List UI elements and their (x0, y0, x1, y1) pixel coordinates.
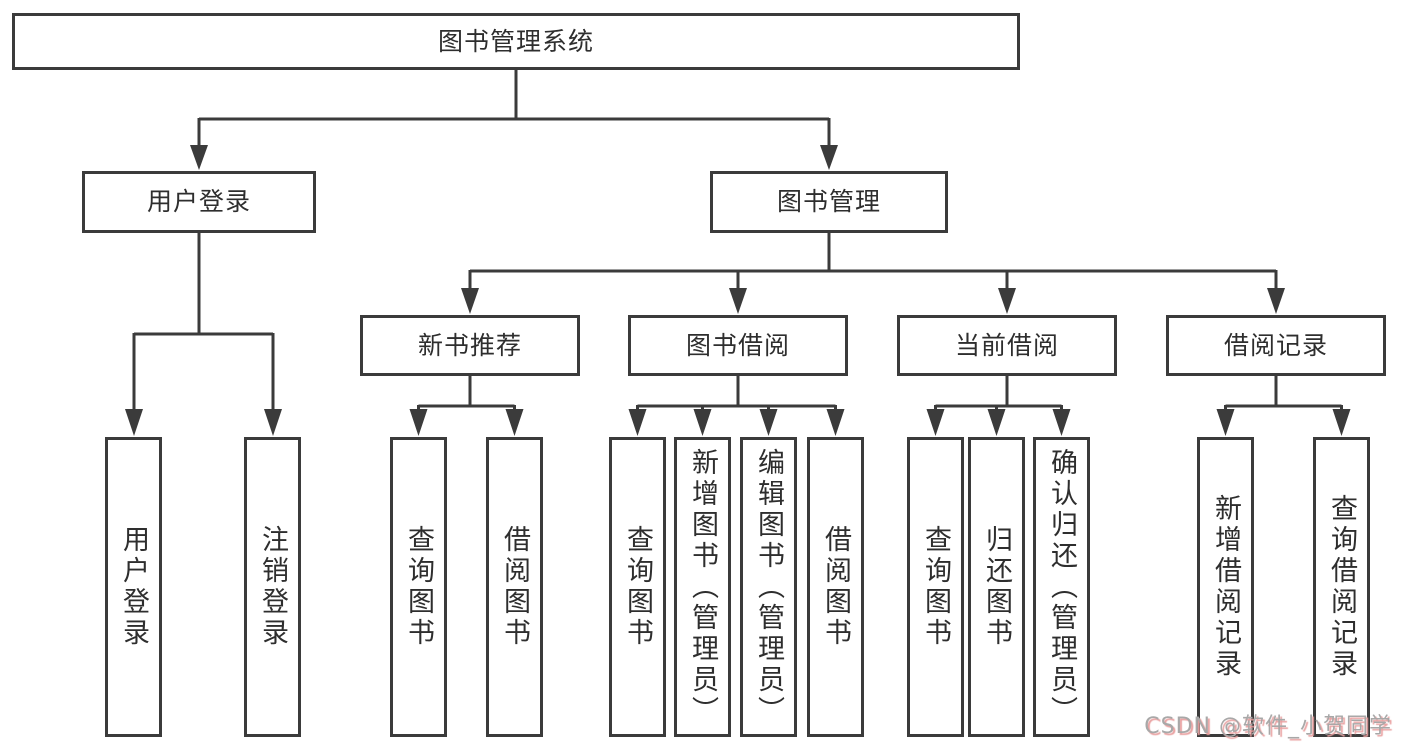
leaf-user-login: 用户登录 (105, 437, 162, 737)
leaf-query-books-current: 查询图书 (907, 437, 964, 737)
arrowhead (125, 409, 143, 436)
arrowhead (759, 409, 778, 436)
node-book-borrowing: 图书借阅 (628, 315, 848, 376)
connector-user-login-children (125, 233, 282, 436)
arrowhead (628, 409, 647, 436)
arrowhead (1052, 409, 1071, 436)
leaf-query-borrow-record: 查询借阅记录 (1313, 437, 1370, 737)
arrowhead (1216, 409, 1235, 436)
node-user-login: 用户登录 (82, 171, 316, 233)
connector-new-book-children (409, 376, 524, 436)
node-current-borrowing: 当前借阅 (897, 315, 1117, 376)
arrowhead (820, 145, 838, 170)
connector-book-management-children (461, 233, 1285, 314)
node-book-management-system: 图书管理系统 (12, 13, 1020, 70)
leaf-query-books-borrow: 查询图书 (609, 437, 666, 737)
arrowhead (1267, 288, 1285, 314)
csdn-watermark: CSDN @软件_小贺同学 (1144, 714, 1392, 739)
leaf-add-borrow-record: 新增借阅记录 (1197, 437, 1254, 737)
connector-borrow-record-children (1216, 376, 1351, 436)
arrowhead (987, 409, 1006, 436)
arrowhead (693, 409, 712, 436)
connector-book-borrow-children (628, 376, 845, 436)
arrowhead (998, 288, 1016, 314)
leaf-borrow-books-recommend: 借阅图书 (486, 437, 543, 737)
arrowhead (409, 409, 428, 436)
connector-root-to-level2 (190, 70, 838, 170)
node-new-book-recommendation: 新书推荐 (360, 315, 580, 376)
arrowhead (926, 409, 945, 436)
arrowhead (461, 288, 479, 314)
arrowhead (1332, 409, 1351, 436)
connector-current-borrow-children (926, 376, 1071, 436)
arrowhead (190, 145, 208, 170)
arrowhead (505, 409, 524, 436)
node-borrowing-records: 借阅记录 (1166, 315, 1386, 376)
arrowhead (826, 409, 845, 436)
node-book-management: 图书管理 (710, 171, 948, 233)
leaf-query-books-recommend: 查询图书 (390, 437, 447, 737)
arrowhead (729, 288, 747, 314)
leaf-return-book: 归还图书 (968, 437, 1025, 737)
arrowhead (264, 409, 282, 436)
leaf-logout: 注销登录 (244, 437, 301, 737)
leaf-confirm-return-admin: 确认归还（管理员） (1033, 437, 1090, 737)
leaf-borrow-books: 借阅图书 (807, 437, 864, 737)
leaf-add-book-admin: 新增图书（管理员） (674, 437, 731, 737)
leaf-edit-book-admin: 编辑图书（管理员） (740, 437, 797, 737)
